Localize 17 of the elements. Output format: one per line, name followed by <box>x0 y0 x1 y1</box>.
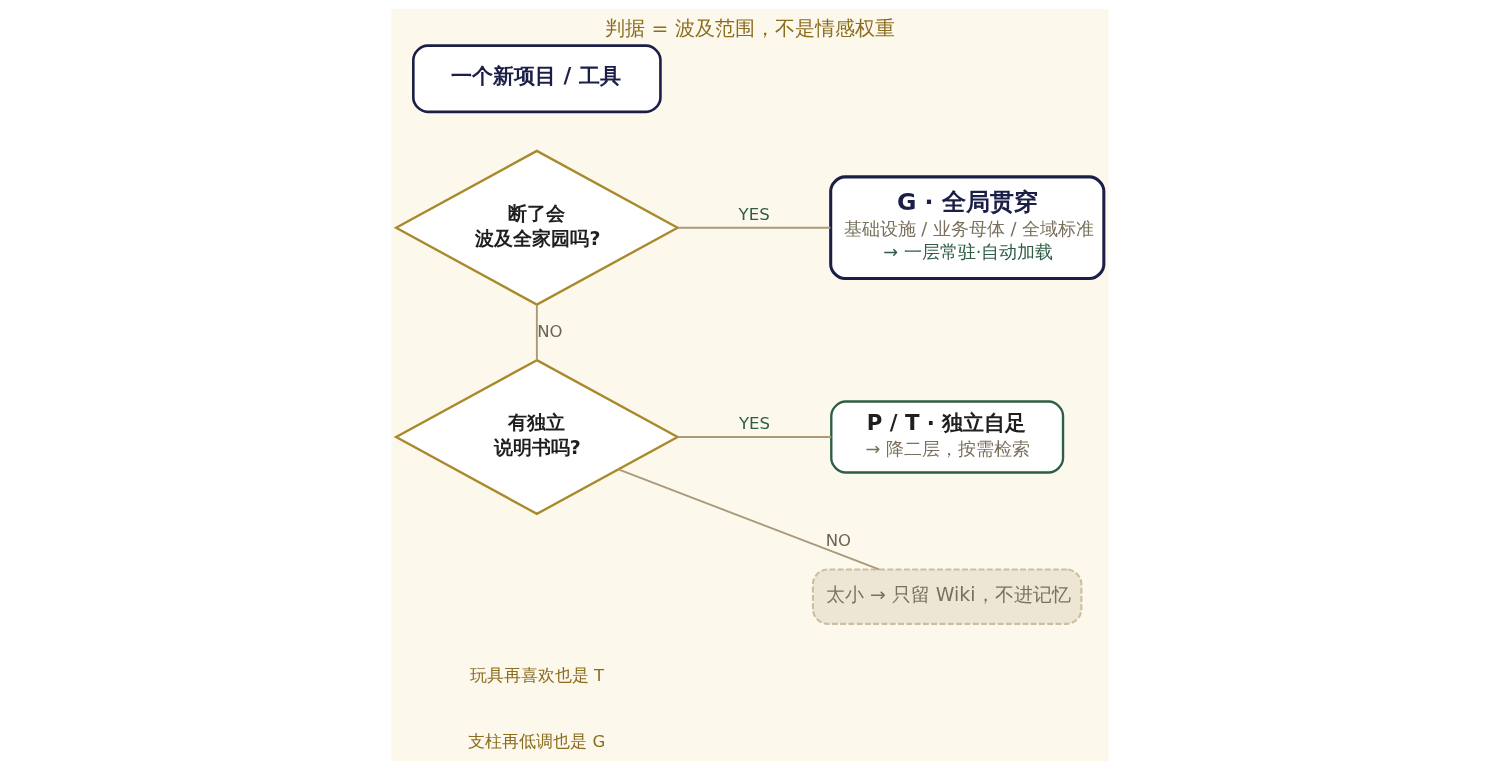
node-box: 太小 → 只留 Wiki，不进记忆 <box>811 567 1083 625</box>
connector <box>535 303 538 361</box>
node-diamond: 断了会波及全家园吗? <box>393 149 681 306</box>
edge-label: NO <box>537 321 563 341</box>
node-box: P / T · 独立自足 → 降二层，按需检索 <box>830 399 1065 474</box>
edge-label: YES <box>738 413 770 433</box>
node-box: G · 全局贯穿 基础设施 / 业务母体 / 全域标准 → 一层常驻·自动加载 <box>829 174 1106 280</box>
label: 支柱再低调也是 G <box>468 731 606 751</box>
edge-label: YES <box>738 204 770 224</box>
connector <box>676 226 832 229</box>
diagram-title: 判据 = 波及范围，不是情感权重 <box>605 15 895 40</box>
edge-label: NO <box>825 530 852 550</box>
connector <box>677 435 833 438</box>
node-box: 一个新项目 / 工具 <box>412 43 662 113</box>
label: 玩具再喜欢也是 T <box>469 665 605 685</box>
connector <box>617 468 880 570</box>
node-diamond: 有独立说明书吗? <box>393 358 681 515</box>
